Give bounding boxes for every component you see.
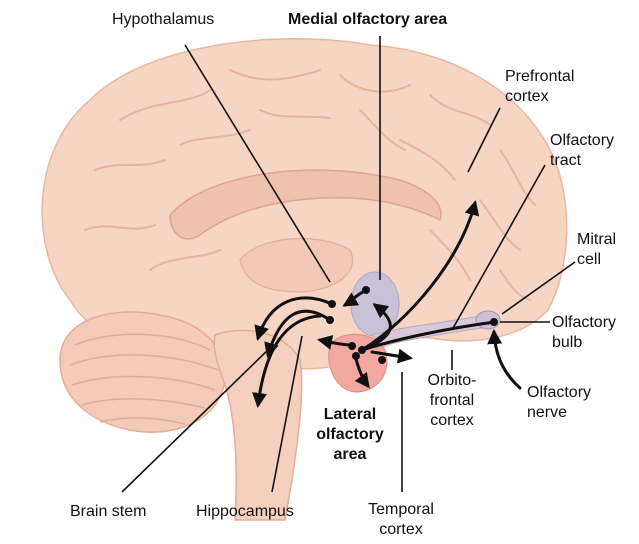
orbitofrontal-line-1: Orbito- xyxy=(420,371,484,391)
node-temporal xyxy=(378,356,386,364)
brain-sagittal-section xyxy=(42,39,567,520)
mitral-cell-line-1: Mitral xyxy=(577,230,616,250)
brain-stem-label: Brain stem xyxy=(70,502,146,522)
mitral-cell-label: Mitral cell xyxy=(577,230,616,270)
lateral-olfactory-line-3: area xyxy=(310,445,390,465)
medial-olfactory-area-label: Medial olfactory area xyxy=(288,10,447,30)
temporal-cortex-label: Temporal cortex xyxy=(358,500,444,540)
node-bulb xyxy=(490,318,498,326)
olfactory-tract-label: Olfactory tract xyxy=(550,131,614,171)
orbitofrontal-cortex-label: Orbito- frontal cortex xyxy=(420,371,484,431)
lateral-olfactory-line-1: Lateral xyxy=(310,405,390,425)
olfactory-tract-line-2: tract xyxy=(550,151,614,171)
node-lateral-1 xyxy=(348,342,356,350)
lateral-olfactory-area-label: Lateral olfactory area xyxy=(310,405,390,465)
olfactory-bulb-line-1: Olfactory xyxy=(552,313,616,333)
node-medial xyxy=(362,286,370,294)
temporal-cortex-line-2: cortex xyxy=(358,520,444,540)
olfactory-nerve-pathway xyxy=(494,332,520,388)
hypothalamus-label: Hypothalamus xyxy=(112,10,214,30)
olfactory-nerve-line-2: nerve xyxy=(527,403,591,423)
prefrontal-cortex-line-1: Prefrontal xyxy=(505,67,574,87)
node-lateral-3 xyxy=(352,352,360,360)
prefrontal-cortex-label: Prefrontal cortex xyxy=(505,67,574,107)
node-hypothalamus-1 xyxy=(328,300,336,308)
olfactory-nerve-line-1: Olfactory xyxy=(527,383,591,403)
orbitofrontal-line-2: frontal xyxy=(420,391,484,411)
prefrontal-cortex-line-2: cortex xyxy=(505,87,574,107)
olfactory-nerve-label: Olfactory nerve xyxy=(527,383,591,423)
olfactory-bulb-label: Olfactory bulb xyxy=(552,313,616,353)
node-hypothalamus-2 xyxy=(326,316,334,324)
mitral-cell-line-2: cell xyxy=(577,250,616,270)
node-lateral-2 xyxy=(358,346,366,354)
olfactory-tract-line-1: Olfactory xyxy=(550,131,614,151)
lateral-olfactory-line-2: olfactory xyxy=(310,425,390,445)
temporal-cortex-line-1: Temporal xyxy=(358,500,444,520)
cerebellum xyxy=(60,312,225,432)
hippocampus-label: Hippocampus xyxy=(196,502,294,522)
orbitofrontal-line-3: cortex xyxy=(420,411,484,431)
olfactory-bulb-line-2: bulb xyxy=(552,333,616,353)
